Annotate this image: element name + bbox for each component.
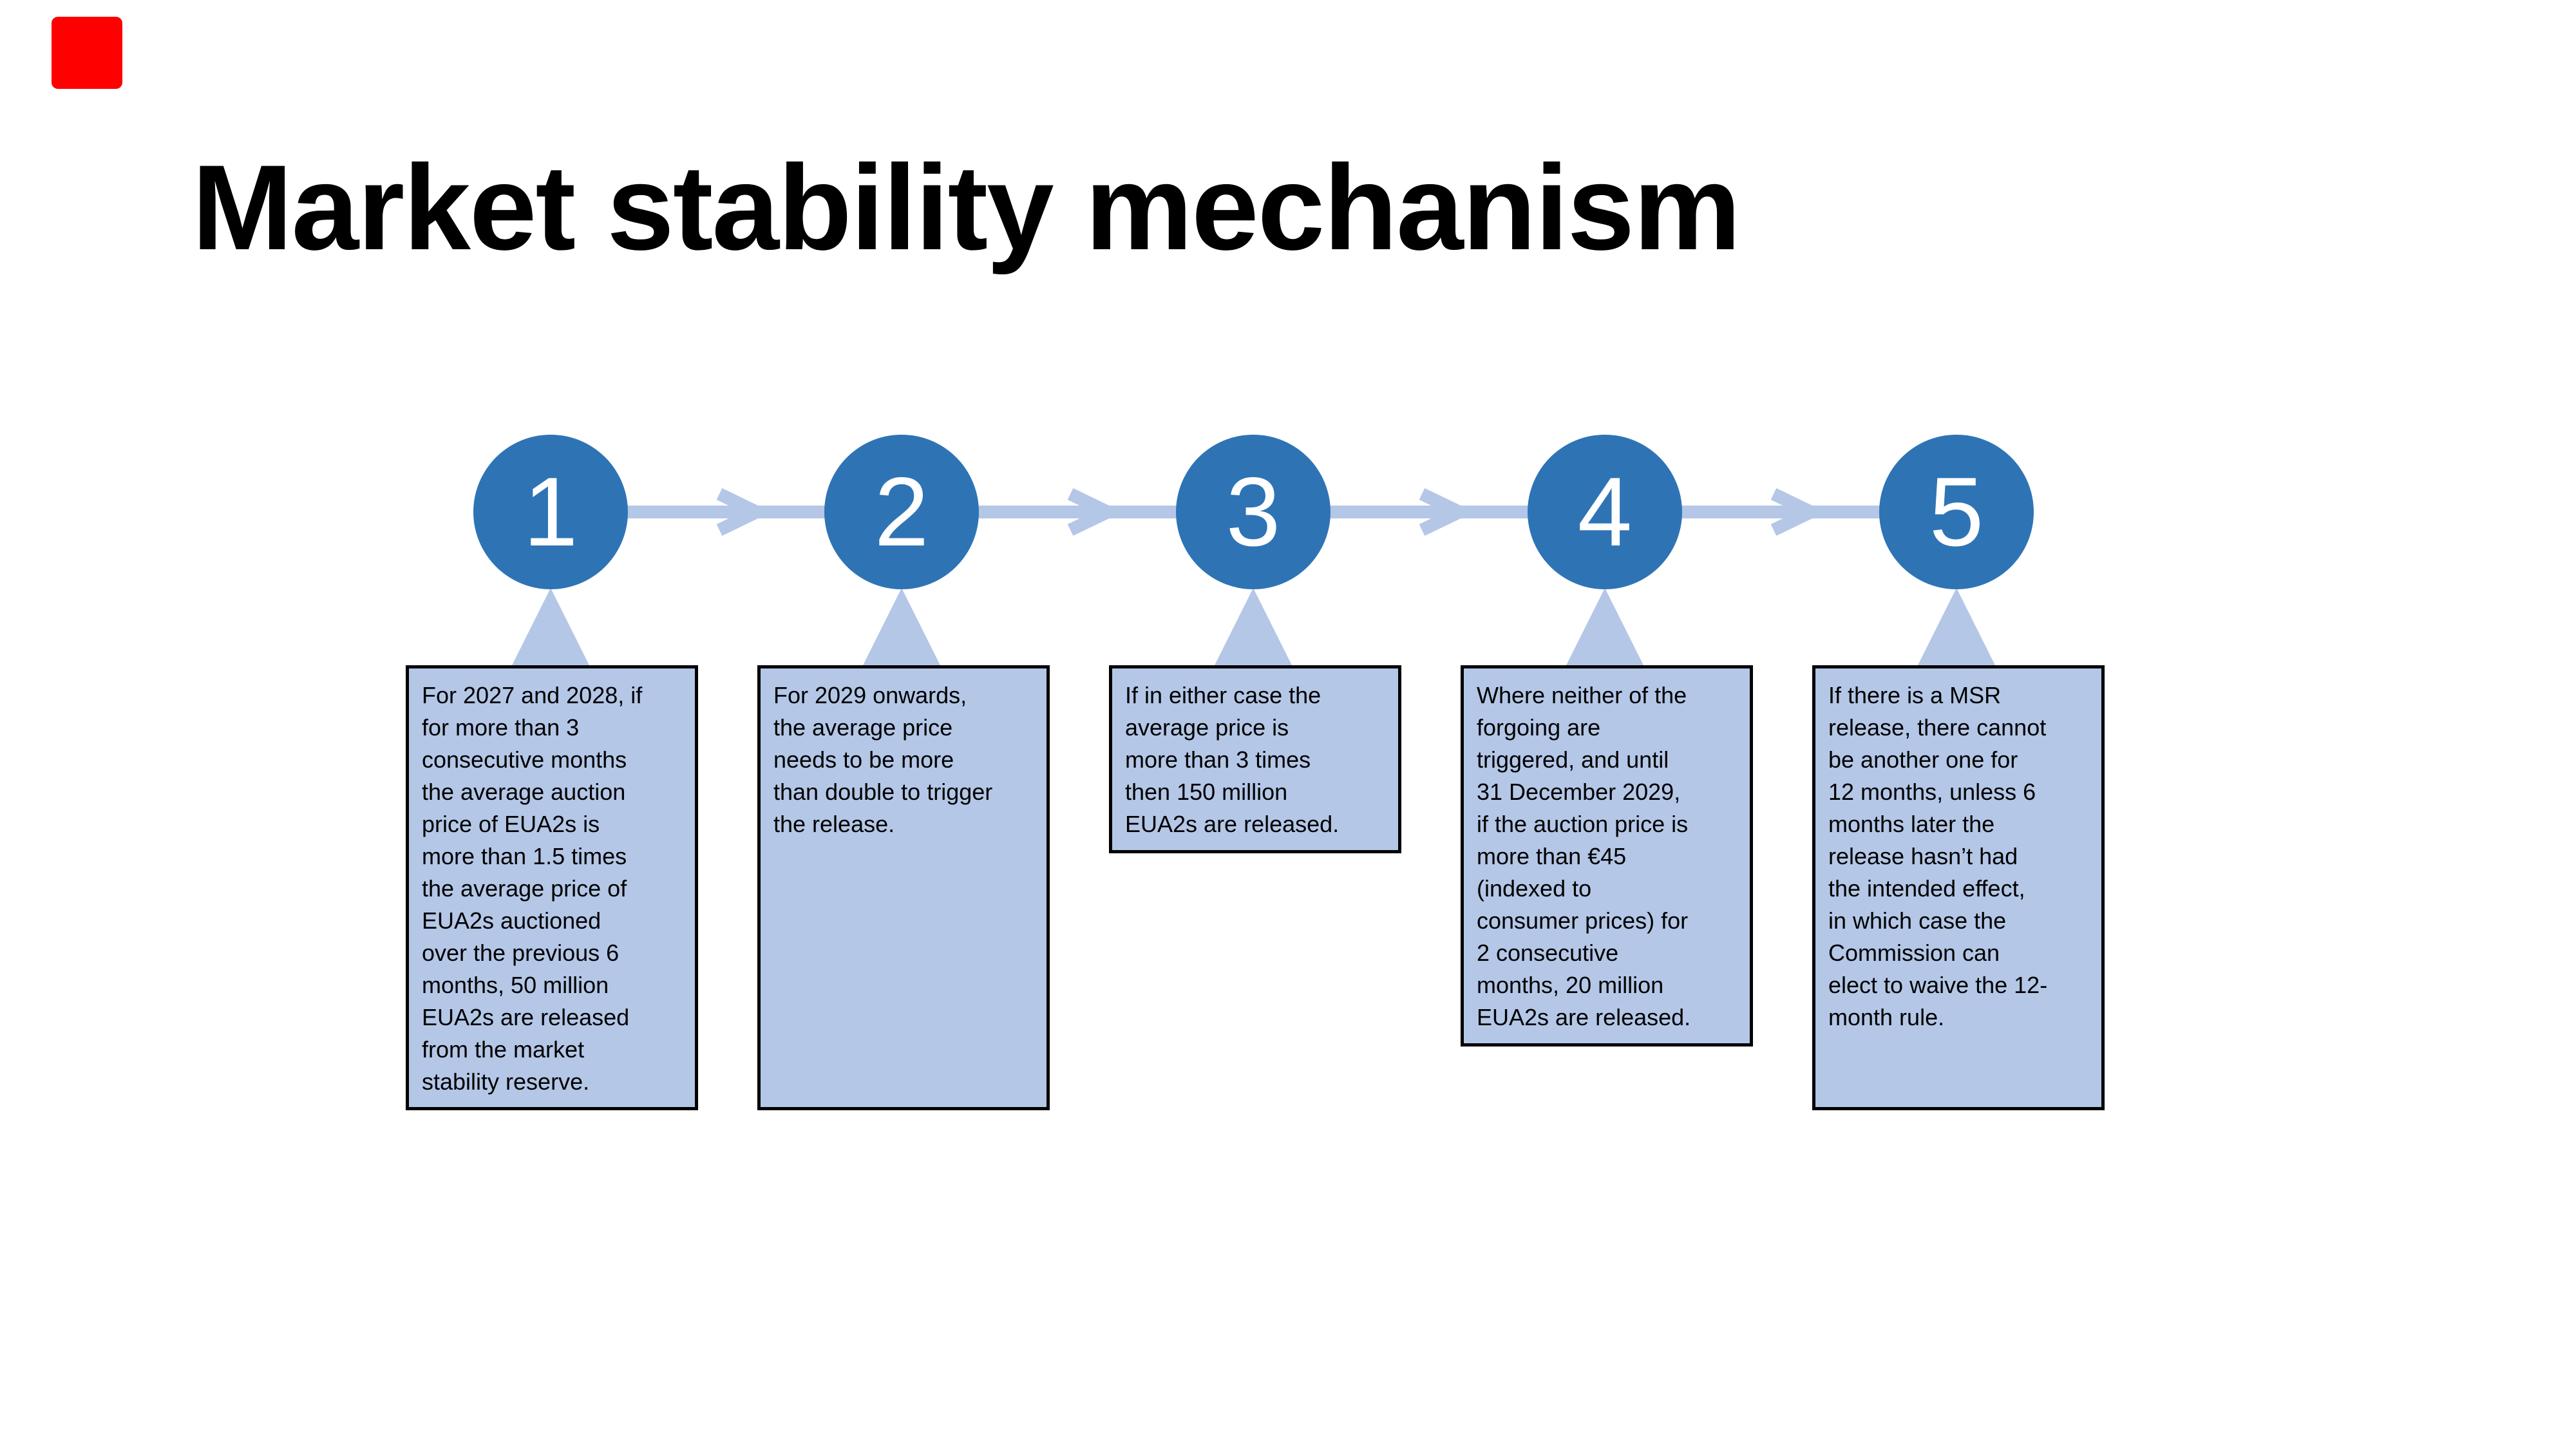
step-circle-3: 3 <box>1176 435 1331 589</box>
slide-title: Market stability mechanism <box>192 140 1741 275</box>
step-description-text-4: Where neither of the forgoing are trigge… <box>1477 682 1691 1030</box>
arrow-chevron <box>1067 488 1123 536</box>
step-number-3: 3 <box>1226 457 1281 567</box>
pointer-triangle-3-icon <box>1213 588 1293 668</box>
arrow-connector-1-2-icon <box>621 488 831 536</box>
step-number-4: 4 <box>1577 457 1633 567</box>
arrow-chevron <box>1770 488 1826 536</box>
step-description-box-5: If there is a MSR release, there cannot … <box>1812 665 2105 1110</box>
step-description-text-2: For 2029 onwards, the average price need… <box>773 682 993 837</box>
step-number-1: 1 <box>523 457 578 567</box>
step-description-text-5: If there is a MSR release, there cannot … <box>1828 682 2048 1030</box>
pointer-triangle-4-icon <box>1565 588 1645 668</box>
step-description-box-4: Where neither of the forgoing are trigge… <box>1461 665 1753 1046</box>
red-accent-block <box>52 17 122 89</box>
step-circle-2: 2 <box>824 435 979 589</box>
arrow-connector-3-4-icon <box>1324 488 1534 536</box>
arrow-chevron <box>1419 488 1475 536</box>
arrow-stem <box>1324 506 1534 518</box>
arrow-stem <box>621 506 831 518</box>
pointer-triangle-1-icon <box>511 588 591 668</box>
step-description-box-2: For 2029 onwards, the average price need… <box>757 665 1050 1110</box>
step-circle-1: 1 <box>473 435 628 589</box>
arrow-chevron <box>716 488 772 536</box>
pointer-triangle-2-icon <box>862 588 942 668</box>
arrow-connector-2-3-icon <box>972 488 1182 536</box>
step-description-text-3: If in either case the average price is m… <box>1125 682 1340 837</box>
pointer-triangle-5-icon <box>1917 588 1996 668</box>
arrow-stem <box>972 506 1182 518</box>
step-description-text-1: For 2027 and 2028, if for more than 3 co… <box>422 682 643 1095</box>
step-description-box-1: For 2027 and 2028, if for more than 3 co… <box>406 665 698 1110</box>
arrow-connector-4-5-icon <box>1676 488 1886 536</box>
step-circle-5: 5 <box>1879 435 2034 589</box>
step-description-box-3: If in either case the average price is m… <box>1109 665 1401 853</box>
step-number-5: 5 <box>1929 457 1984 567</box>
arrow-stem <box>1676 506 1886 518</box>
step-circle-4: 4 <box>1528 435 1682 589</box>
step-number-2: 2 <box>874 457 929 567</box>
